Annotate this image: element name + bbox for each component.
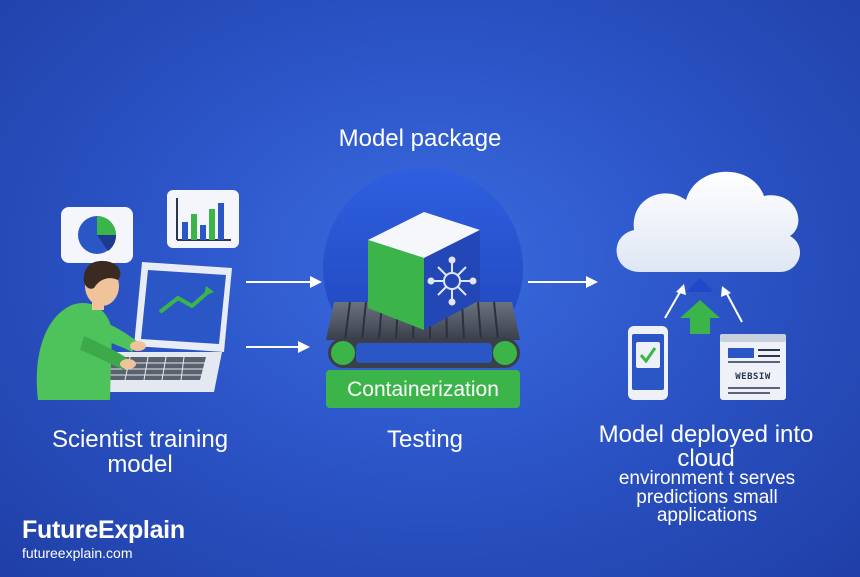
containerization-block (326, 370, 520, 408)
brand-logo-text: FutureExplain (22, 516, 185, 544)
flow-arrow (528, 276, 598, 288)
checkmark-icon (639, 347, 657, 364)
package-title: Model package (338, 125, 502, 152)
flow-arrow (664, 284, 686, 319)
network-icon (427, 256, 477, 306)
flow-arrow (246, 276, 322, 288)
bar-chart-icon (167, 190, 239, 248)
website-badge-text: WEBSIW (735, 372, 771, 382)
cloud-icon (616, 171, 801, 272)
deploy-title-label: Model deployed into cloud (598, 421, 814, 472)
containerization-label: Containerization (347, 378, 499, 401)
person-icon (36, 260, 146, 400)
cube-icon (368, 212, 480, 330)
up-arrow-icon (686, 278, 714, 292)
laptop-icon (92, 262, 232, 392)
phone-icon (628, 326, 668, 400)
testing-label: Testing (386, 426, 464, 453)
scientist-label: Scientist training model (51, 426, 229, 479)
browser-icon (720, 334, 786, 400)
up-arrow-icon (680, 300, 720, 334)
flow-arrow (721, 286, 743, 323)
flow-arrow (246, 341, 310, 353)
deploy-subtitle-label: environment t serves predictions small a… (618, 468, 796, 527)
pie-chart-icon (61, 207, 133, 263)
brand-url: futureexplain.com (22, 545, 133, 561)
